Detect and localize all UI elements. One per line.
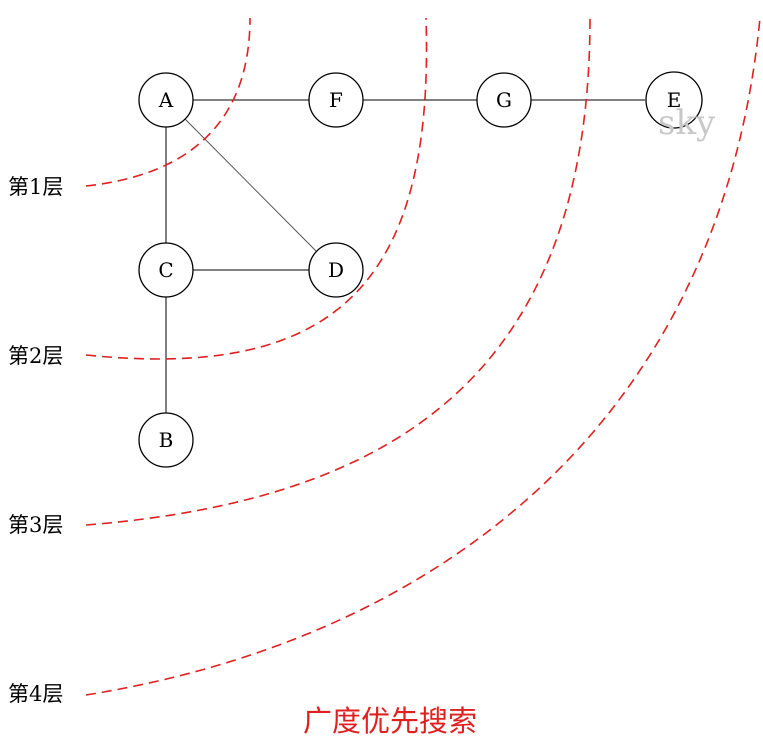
layer-4-boundary [85,17,761,696]
node-b: B [138,412,194,468]
node-f-circle [308,72,364,128]
edges [165,99,645,413]
node-g-label: G [496,88,512,112]
layer-4-label: 第4层 [8,682,63,706]
layer-3-label: 第3层 [8,513,63,537]
node-e-label: E [667,88,682,112]
node-e-circle [645,71,703,129]
layer-2-boundary [85,17,428,360]
layer-2-label: 第2层 [8,344,63,368]
node-e: E [645,71,703,129]
edge-a-d [184,118,317,252]
node-g-circle [476,72,532,128]
layer-3-boundary [85,17,591,526]
node-g: G [476,72,532,128]
node-c-circle [138,242,194,298]
node-a: A [138,72,194,128]
node-d: D [308,242,364,298]
node-a-label: A [158,88,174,112]
node-d-circle [308,242,364,298]
node-d-label: D [328,258,344,282]
diagram-caption: 广度优先搜索 [303,704,477,738]
node-c-label: C [158,258,173,282]
node-c: C [138,242,194,298]
layer-1-label: 第1层 [8,175,63,199]
node-a-circle [138,72,194,128]
node-f-label: F [329,88,343,112]
watermark-text: sky [658,103,716,143]
node-f: F [308,72,364,128]
layer-boundaries [85,17,761,696]
layer-1-boundary [85,17,251,187]
node-b-label: B [159,428,174,452]
node-b-circle [138,412,194,468]
